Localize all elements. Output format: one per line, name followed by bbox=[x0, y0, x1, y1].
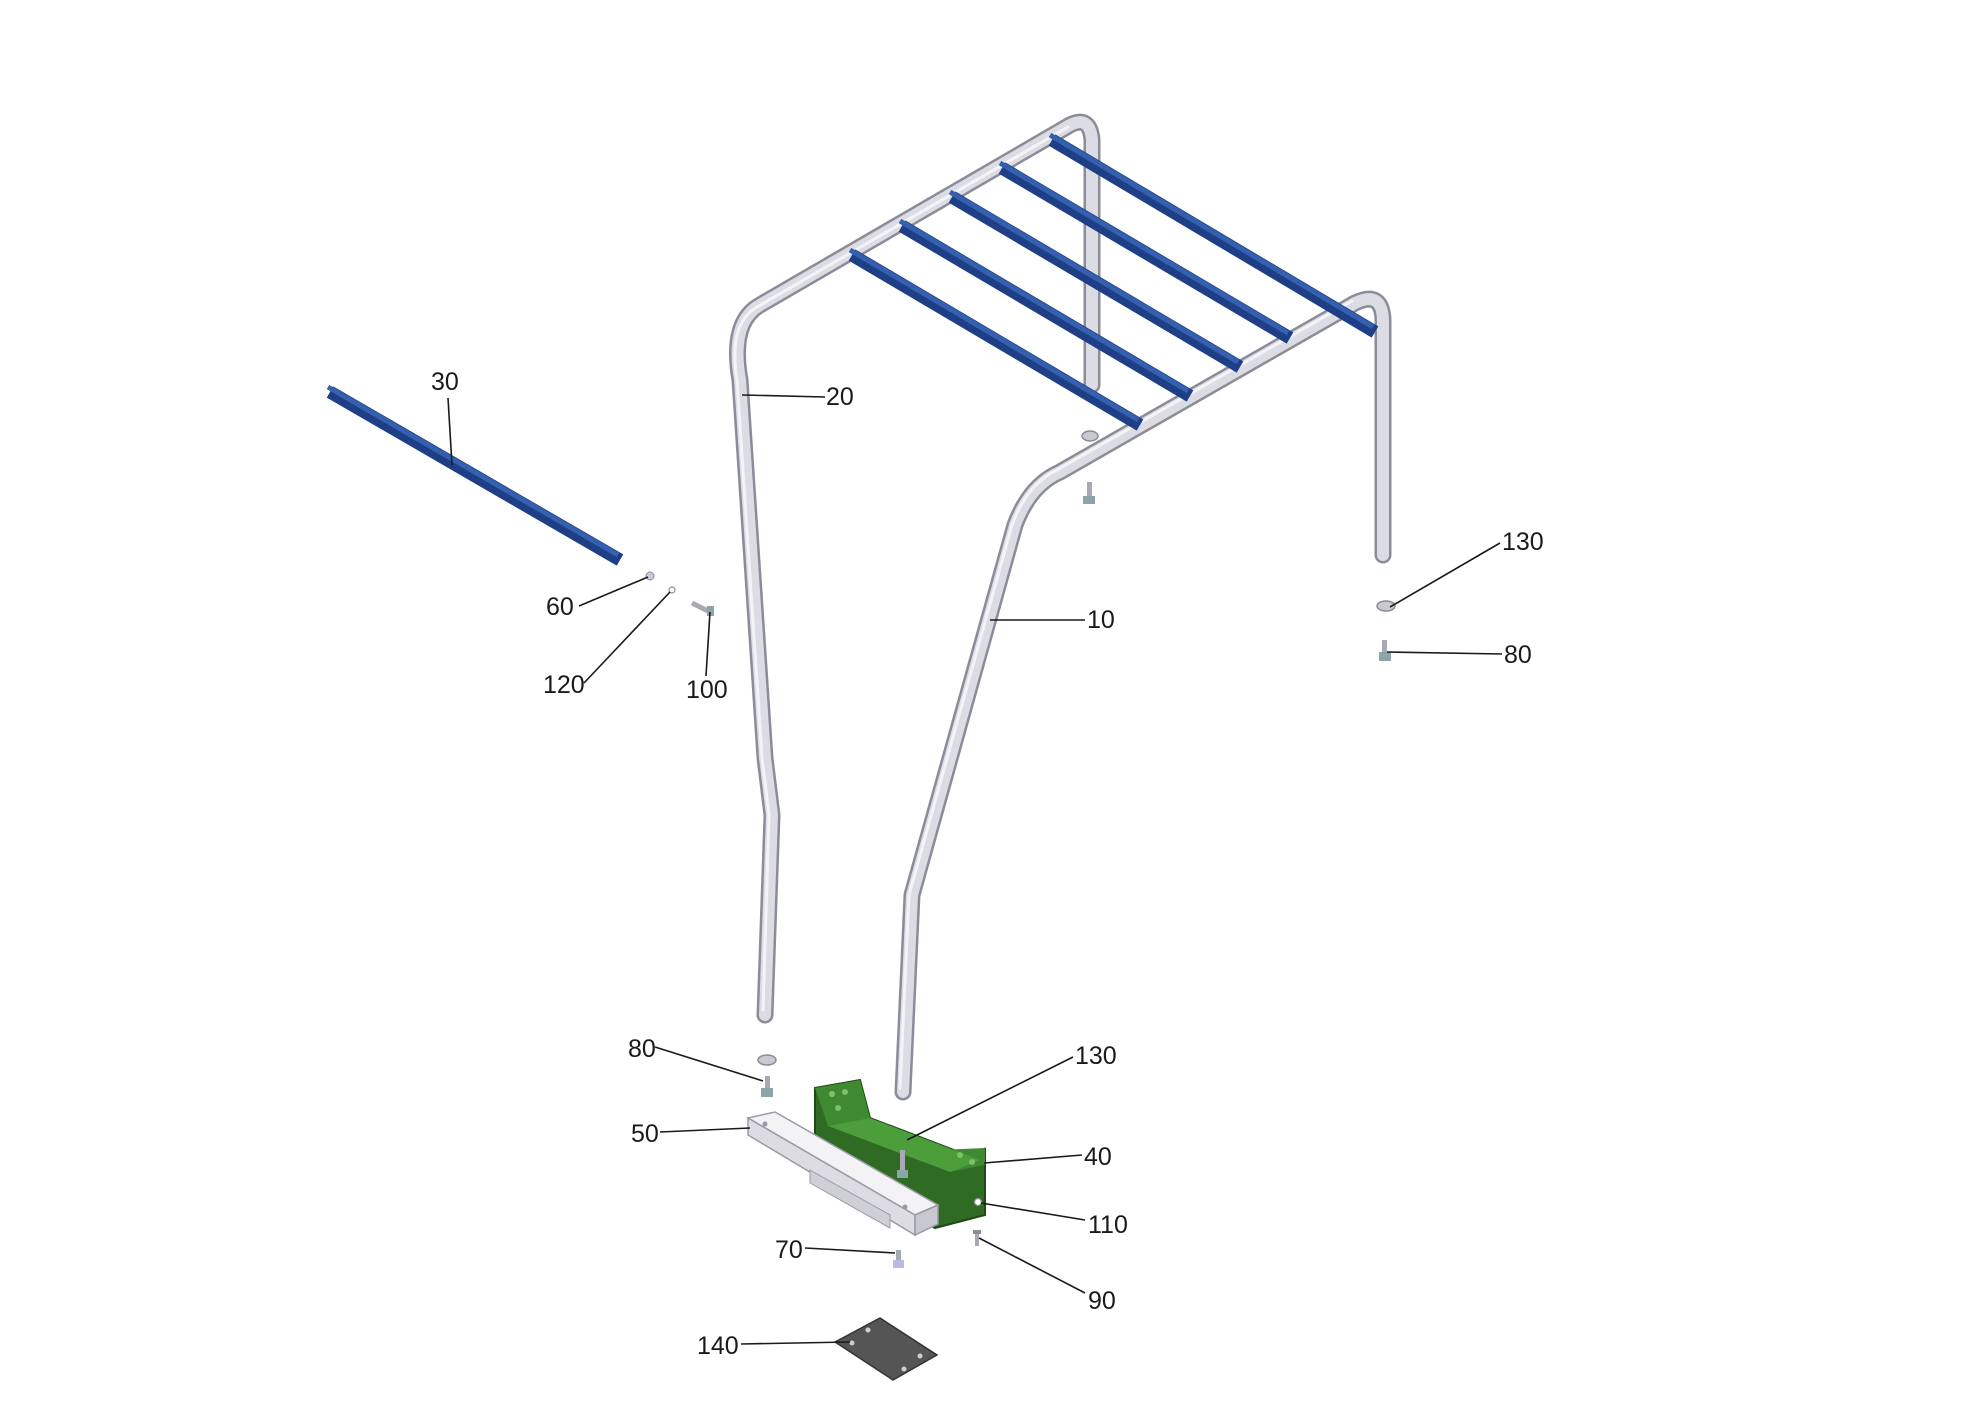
leader-130-top bbox=[1389, 542, 1501, 608]
mount-plate-part-50 bbox=[745, 1111, 940, 1237]
callout-80-bottom: 80 bbox=[628, 1035, 656, 1063]
leader-80-bottom bbox=[654, 1046, 764, 1082]
callout-70: 70 bbox=[775, 1236, 803, 1264]
callout-110: 110 bbox=[1088, 1211, 1128, 1239]
callout-60: 60 bbox=[546, 593, 574, 621]
bolt-part-80-bottom bbox=[761, 1076, 773, 1097]
bolt-part-100 bbox=[690, 600, 714, 616]
leader-50 bbox=[659, 1127, 751, 1133]
roof-slat-4 bbox=[898, 218, 1194, 402]
leader-60 bbox=[578, 576, 649, 607]
callout-labels: 20 10 30 60 120 100 130 80 80 130 50 40 … bbox=[431, 368, 1544, 1360]
roof-slat-2 bbox=[998, 160, 1294, 344]
leader-40 bbox=[983, 1154, 1083, 1164]
tube-part-10 bbox=[894, 290, 1392, 1101]
roof-slats bbox=[848, 132, 1379, 431]
leader-110 bbox=[980, 1202, 1086, 1221]
roof-slat-5 bbox=[848, 247, 1144, 431]
callout-90: 90 bbox=[1088, 1287, 1116, 1315]
leader-120 bbox=[583, 591, 671, 684]
leader-30 bbox=[447, 397, 453, 466]
tube-part-20 bbox=[729, 113, 1101, 1024]
roof-slat-1 bbox=[1048, 132, 1379, 338]
callout-100: 100 bbox=[686, 676, 728, 704]
callout-140: 140 bbox=[697, 1332, 739, 1360]
ring-part-110 bbox=[973, 1197, 983, 1207]
leader-140 bbox=[740, 1341, 851, 1345]
washer-bottom-left bbox=[757, 1054, 777, 1066]
bolt-part-70 bbox=[893, 1250, 904, 1268]
callout-130-top: 130 bbox=[1502, 528, 1544, 556]
callout-30: 30 bbox=[431, 368, 459, 396]
shim-plate-part-140 bbox=[833, 1317, 939, 1381]
leader-100 bbox=[705, 611, 711, 677]
leader-80-top bbox=[1386, 651, 1503, 655]
callout-120: 120 bbox=[543, 671, 585, 699]
slat-part-30 bbox=[326, 384, 624, 566]
leader-lines bbox=[447, 394, 1503, 1345]
leader-130-bottom bbox=[906, 1056, 1074, 1141]
washer-roof bbox=[1081, 430, 1099, 442]
leader-90 bbox=[978, 1237, 1086, 1294]
ring-part-120 bbox=[668, 586, 676, 594]
callout-130-bottom: 130 bbox=[1075, 1042, 1117, 1070]
callout-40: 40 bbox=[1084, 1143, 1112, 1171]
leader-70 bbox=[804, 1247, 896, 1254]
washer-part-130-top bbox=[1376, 600, 1396, 612]
leader-20 bbox=[741, 394, 826, 398]
roof-slat-3 bbox=[948, 189, 1244, 373]
bolt-roof bbox=[1083, 482, 1095, 504]
callout-20: 20 bbox=[826, 383, 854, 411]
callout-80-top: 80 bbox=[1504, 641, 1532, 669]
bolt-part-80-top bbox=[1379, 640, 1391, 661]
callout-50: 50 bbox=[631, 1120, 659, 1148]
callout-10: 10 bbox=[1087, 606, 1115, 634]
washer-part-60 bbox=[645, 571, 655, 581]
pin-part-90 bbox=[973, 1230, 981, 1246]
